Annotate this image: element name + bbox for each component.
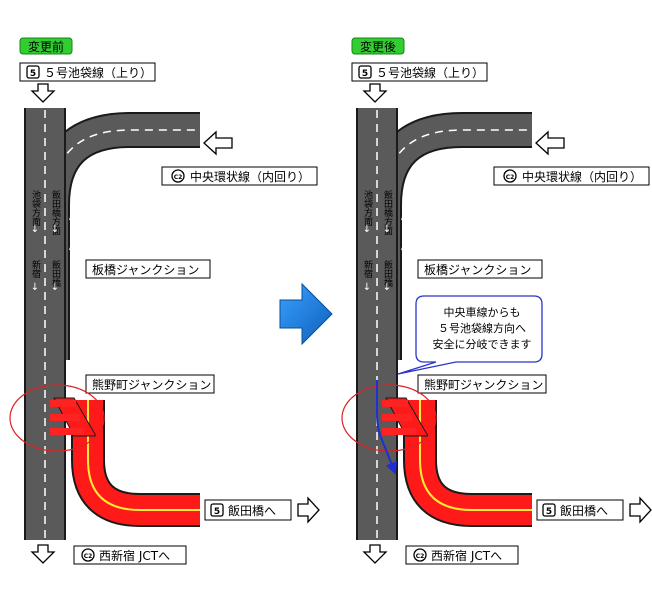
merge-arrow-2-icon [69,239,81,251]
itabashi-label: 板橋ジャンクション [92,263,199,277]
lane-right-1: 飯田橋方面 [382,189,393,236]
lane-left-2: 新宿 [362,259,373,279]
lane-left-1: 池袋方面 [362,189,373,227]
iidabashi-label: 飯田橋へ [228,503,276,518]
route5-shield-number: 5 [362,69,368,79]
callout-line-1: 中央車線からも [444,305,521,319]
kumanocho-label: 熊野町ジャンクション [92,377,211,392]
lane-right-1: 飯田橋方面 [50,189,61,236]
down-arrow-bottom-icon [362,544,388,564]
kumanocho-red-strip-3 [50,428,84,435]
iidabashi-label-box [536,499,624,521]
highlight-circle [341,384,437,452]
down-arrow-bottom-icon [30,544,56,564]
lane-right-2: 飯田橋 [50,259,61,288]
lane-left-arrow-2-icon: ↓ [363,282,371,293]
itabashi-label-box [85,259,211,279]
route5-shield-number: 5 [30,69,36,79]
itabashi-label-box [417,259,543,279]
c2-shield-text: C2 [174,174,183,181]
route5-header-label: ５号池袋線（上り） [44,65,152,80]
lane-left-2: 新宿 [30,259,41,279]
highlight-circle [9,384,105,452]
route5-header-box [351,62,488,82]
route-path-arrow [376,380,397,475]
kumanocho-red-strip-1 [50,400,76,407]
panel-before: 変更前 5 ５号池袋線（上り） 池袋方面 飯田橋方面 新宿 [9,37,320,565]
merge-arrow-1-icon [69,209,81,221]
lane-right-2: 飯田橋 [382,259,393,288]
route5-shield-icon [358,65,372,79]
c2-label-box [161,166,318,186]
nishishinjuku-shield-icon [413,548,427,562]
merge-arrow-2-icon [401,239,413,251]
merge-arrow-1-icon [401,209,413,221]
panel-tag [351,37,405,55]
lane-right-arrow-1-icon: ↓ [383,224,391,235]
iidabashi-shield-icon [542,503,556,517]
down-arrow-top-icon [362,83,388,103]
c2-label: 中央環状線（内回り） [190,169,310,184]
kumanocho-red-strip-1 [382,400,408,407]
kumanocho-red-strip-2 [50,414,80,421]
c2-entry-arrow-icon [535,130,565,156]
iidabashi-label-box [204,499,292,521]
nishishinjuku-label: 西新宿 JCTへ [431,548,502,563]
c2-shield-icon [171,169,185,183]
kumanocho-red-strip-2 [382,414,412,421]
panel-tag-label: 変更後 [360,39,396,54]
route5-header-box [19,62,156,82]
kumanocho-label-box [417,374,547,394]
panel-tag [19,37,73,55]
lane-right-arrow-2-icon: ↓ [51,282,59,293]
iidabashi-shield-number: 5 [546,507,552,517]
c2-shield-icon [503,169,517,183]
iidabashi-shield-icon [210,503,224,517]
iidabashi-shield-number: 5 [214,507,220,517]
iidabashi-arrow-icon [297,496,320,524]
lane-left-arrow-1-icon: ↓ [31,224,39,235]
nishishinjuku-shield-text: C2 [416,553,425,560]
nishishinjuku-shield-icon [81,548,95,562]
callout-box [397,295,543,375]
itabashi-label: 板橋ジャンクション [424,263,531,277]
panel-tag-label: 変更前 [28,39,64,54]
callout-line-2: ５号池袋線方向へ [438,321,526,335]
kumanocho-label: 熊野町ジャンクション [424,377,543,392]
nishishinjuku-label-box [73,545,187,565]
iidabashi-arrow-icon [629,496,652,524]
lane-left-arrow-1-icon: ↓ [363,224,371,235]
c2-curved-road-lane [51,129,200,360]
lane-right-arrow-2-icon: ↓ [383,282,391,293]
transition-arrow-icon [279,282,333,346]
iidabashi-yellow-line [419,400,532,511]
c2-entry-arrow-icon [203,130,233,156]
route5-header-label: ５号池袋線（上り） [376,65,484,80]
kumanocho-label-box [85,374,215,394]
nishishinjuku-label: 西新宿 JCTへ [99,548,170,563]
nishishinjuku-label-box [405,545,519,565]
down-arrow-top-icon [30,83,56,103]
kumanocho-red-strip-3 [382,428,416,435]
c2-label: 中央環状線（内回り） [522,169,642,184]
lane-left-arrow-2-icon: ↓ [31,282,39,293]
nishishinjuku-shield-text: C2 [84,553,93,560]
lane-right-arrow-1-icon: ↓ [51,224,59,235]
route5-shield-icon [26,65,40,79]
c2-shield-text: C2 [506,174,515,181]
iidabashi-label: 飯田橋へ [560,503,608,518]
c2-curved-road-lane [383,129,532,360]
c2-label-box [493,166,650,186]
iidabashi-yellow-line [87,400,200,511]
lane-left-1: 池袋方面 [30,189,41,227]
panel-after: 変更後 5 ５号池袋線（上り） 池袋方面 飯田橋方面 新宿 [341,37,652,565]
callout-line-3: 安全に分岐できます [433,337,532,351]
